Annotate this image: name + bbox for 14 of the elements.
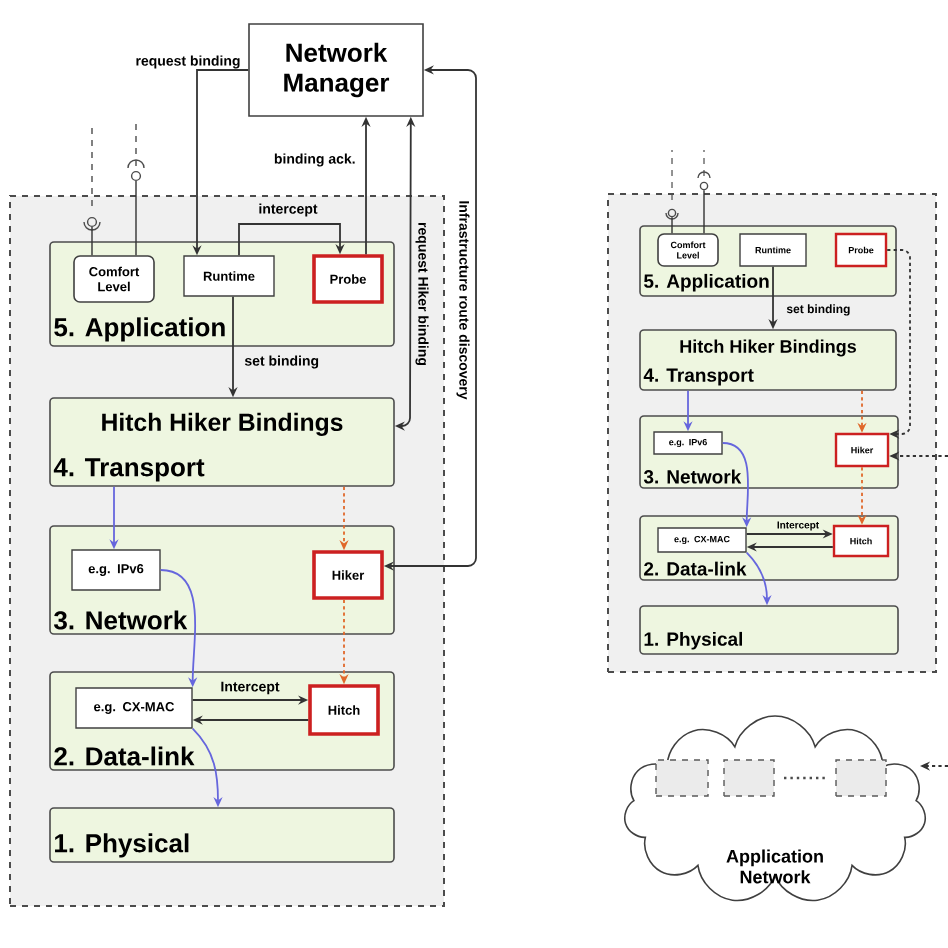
- interface-symbol: [665, 208, 679, 220]
- interface-symbol: [697, 171, 711, 191]
- arrow: [238, 223, 345, 257]
- arrow: [886, 249, 911, 439]
- dashed-box: [723, 759, 775, 797]
- manager-box: Network Manager: [248, 23, 424, 117]
- interface-symbol: [127, 159, 145, 182]
- dashed-box: [835, 759, 887, 797]
- layer-band: 1. Physical: [49, 807, 395, 863]
- layer-band: Hitch Hiker Bindings 4. Transport: [49, 397, 395, 487]
- layer-band: Hitch Hiker Bindings 4. Transport: [639, 329, 897, 391]
- dashed-box: [655, 759, 709, 797]
- layer-band: 1. Physical: [639, 605, 899, 655]
- interface-symbol: [83, 216, 101, 231]
